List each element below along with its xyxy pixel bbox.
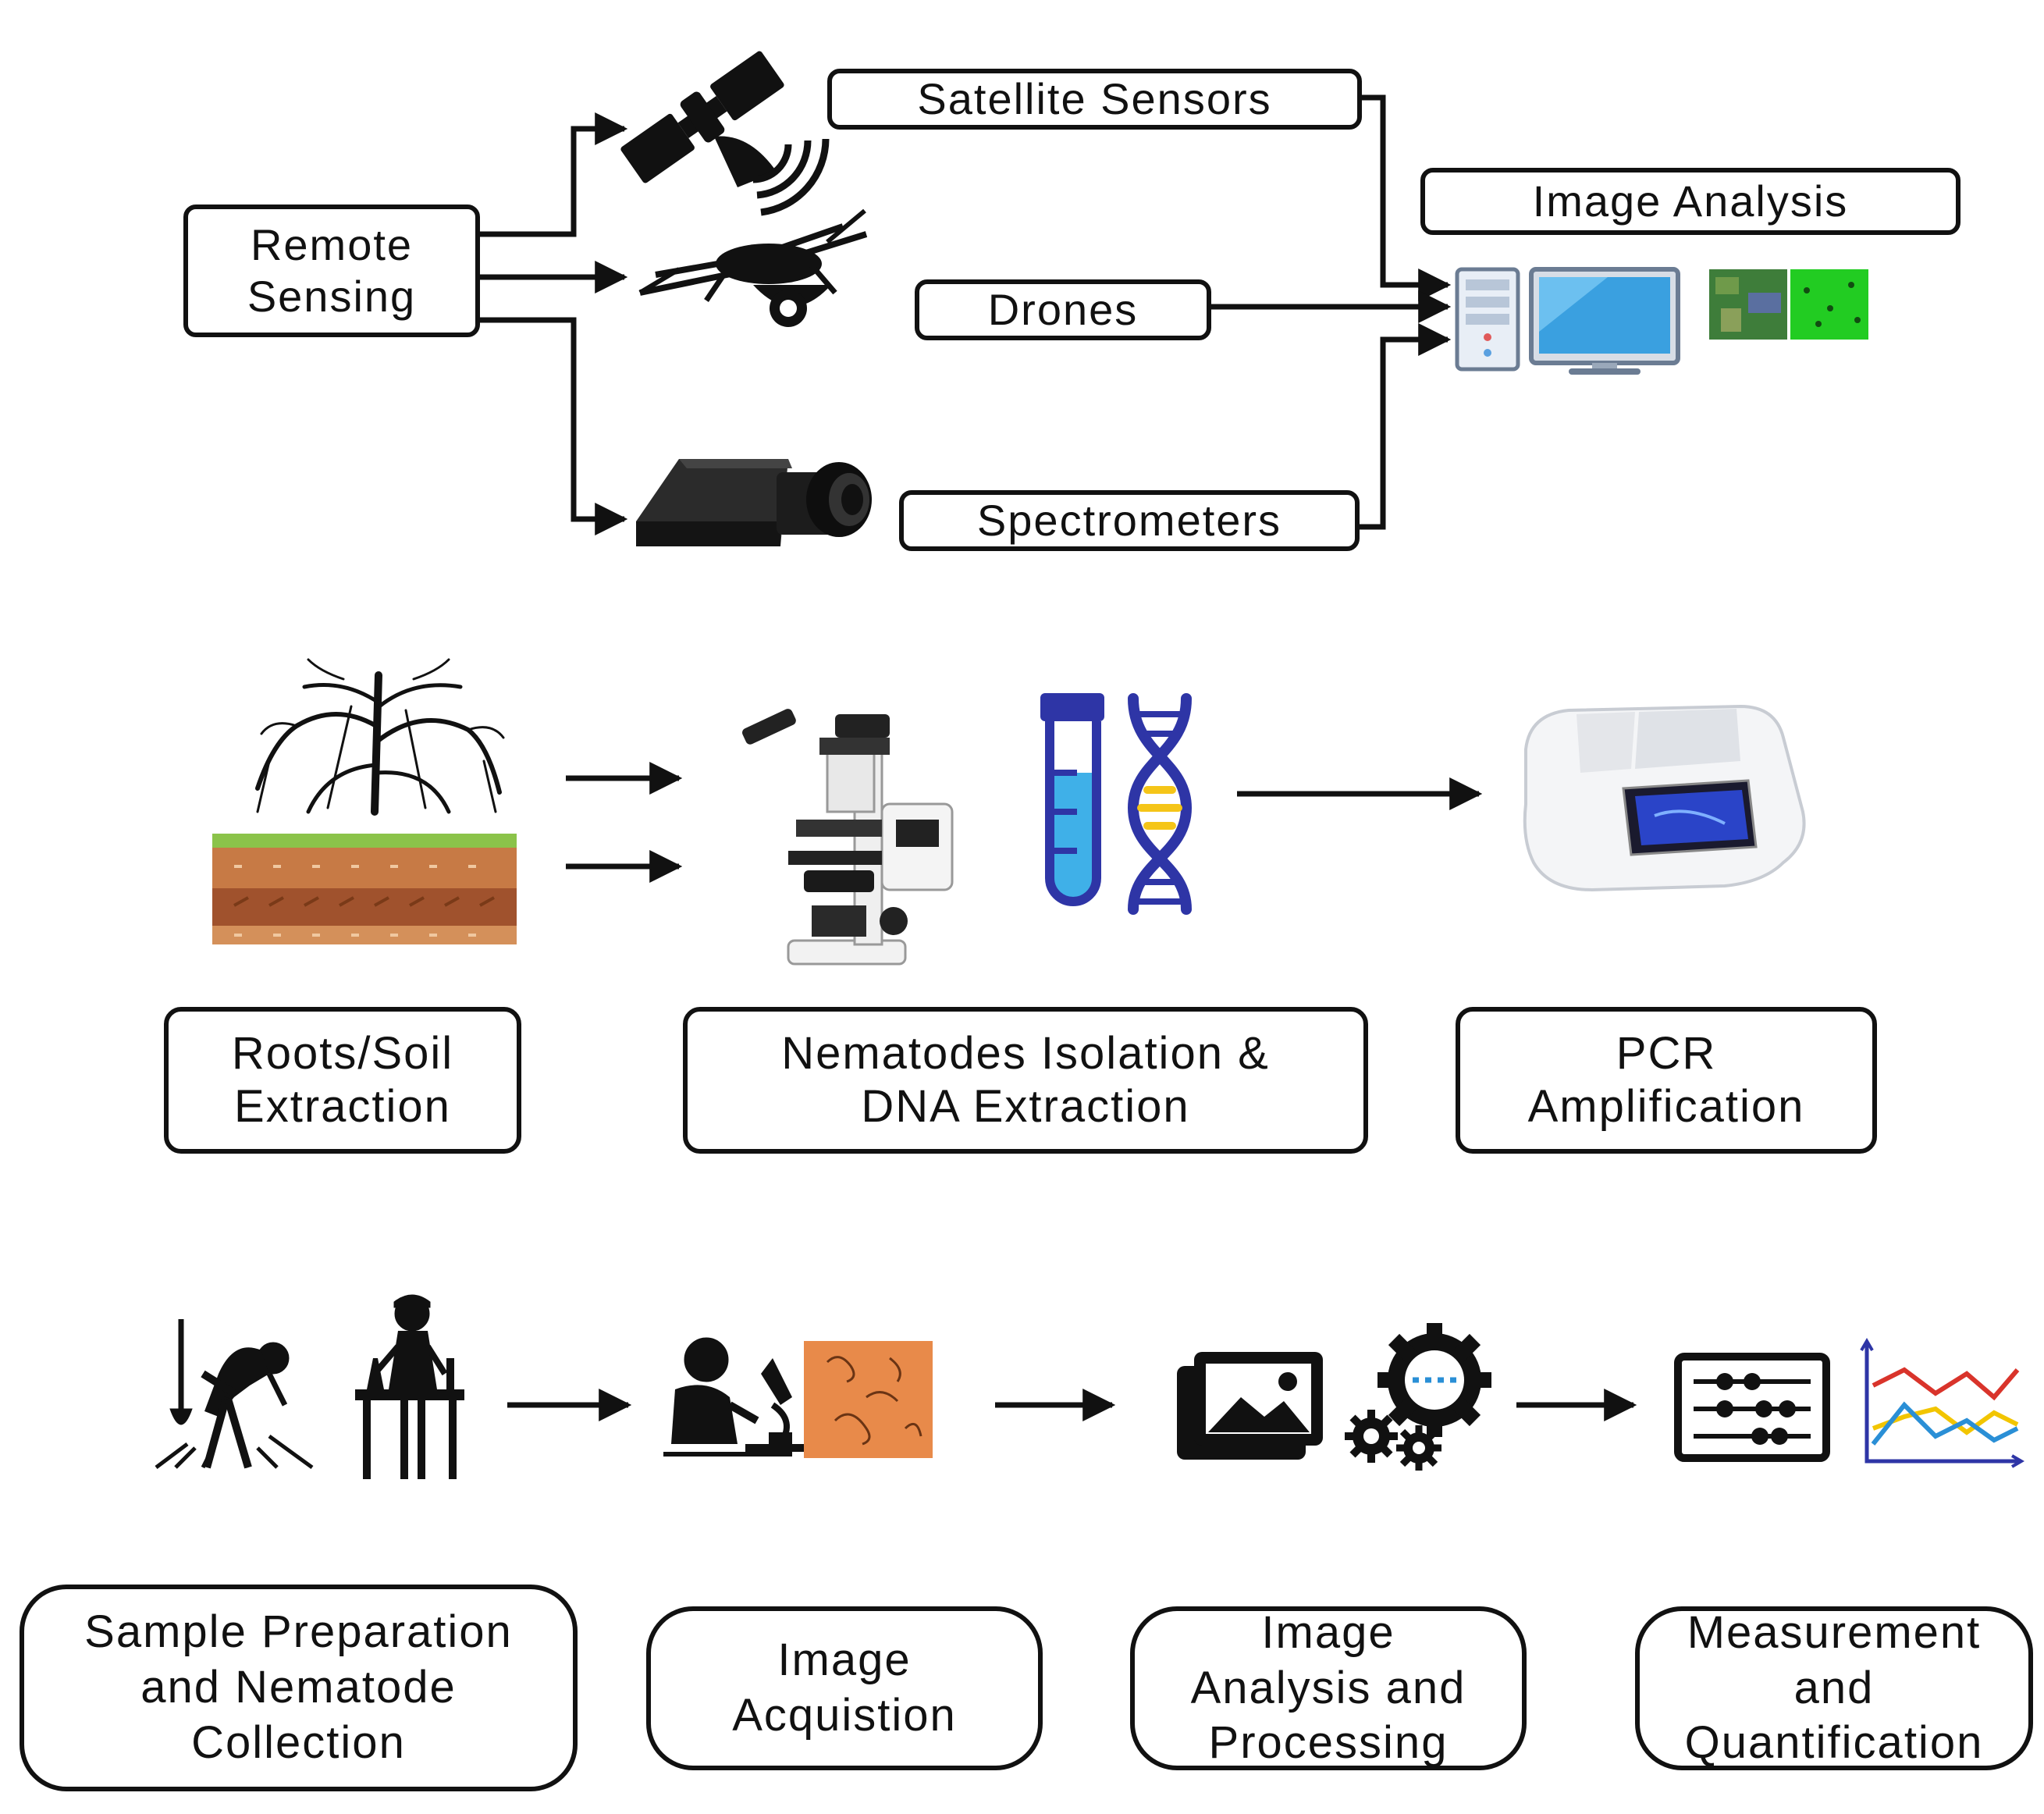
scientist-microscope-icon <box>663 1337 816 1457</box>
roots-soil-label-line1: Roots/Soil <box>231 1028 454 1080</box>
remote-sensing-label-line1: Remote <box>250 220 414 270</box>
microscope-icon <box>742 709 954 966</box>
roots-icon <box>255 658 505 816</box>
sample-label-line2: and Nematode <box>140 1662 457 1713</box>
computer-icon <box>1455 267 1680 375</box>
field-imagery-icon <box>1709 269 1868 340</box>
acquisition-label-line1: Image <box>777 1634 912 1686</box>
spectrometers-box: Spectrometers <box>899 490 1360 551</box>
acquisition-label-line2: Acquistion <box>732 1690 957 1741</box>
satellite-sensors-box: Satellite Sensors <box>827 69 1362 130</box>
spectrometer-icon <box>636 459 872 546</box>
nematodes-isolation-box: Nematodes Isolation &DNA Extraction <box>683 1007 1368 1154</box>
measurement-label-line3: Quantification <box>1684 1717 1984 1769</box>
remote-sensing-connectors <box>476 94 1452 535</box>
measurement-label-line1: Measurement <box>1687 1606 1982 1658</box>
line-chart-icon <box>1860 1338 2024 1468</box>
gears-icon <box>1345 1323 1491 1471</box>
roots-soil-label-line2: Extraction <box>234 1081 451 1132</box>
nematode-micrograph-icon <box>804 1341 933 1458</box>
image-analysis-box: Image Analysis <box>1420 168 1960 235</box>
pcr-label-line2: Amplification <box>1527 1081 1805 1132</box>
processing-label-line2: Analysis and <box>1190 1662 1466 1713</box>
satellite-icon <box>620 51 830 216</box>
soil-layers-icon <box>212 834 517 944</box>
drone-icon <box>638 208 868 327</box>
pcr-label-line1: PCR <box>1616 1028 1717 1080</box>
satellite-sensors-label: Satellite Sensors <box>917 74 1272 124</box>
isolation-label-line2: DNA Extraction <box>861 1081 1190 1132</box>
image-analysis-label: Image Analysis <box>1532 176 1849 226</box>
spectrometers-label: Spectrometers <box>976 496 1282 546</box>
sample-label-line3: Collection <box>191 1716 406 1768</box>
dna-icon <box>1127 693 1193 915</box>
test-tube-icon <box>1040 693 1104 906</box>
pcr-machine-icon <box>1523 704 1806 892</box>
molecular-arrows <box>566 762 1483 883</box>
image-icon <box>1177 1352 1323 1460</box>
measurement-panel-icon <box>1674 1353 1830 1462</box>
isolation-label-line1: Nematodes Isolation & <box>781 1028 1270 1080</box>
measurement-label-line2: and <box>1793 1662 1875 1713</box>
processing-label-line3: Processing <box>1208 1717 1449 1769</box>
drones-box: Drones <box>915 279 1211 340</box>
drones-label: Drones <box>987 285 1139 335</box>
remote-sensing-label-line2: Sensing <box>247 272 417 321</box>
sample-label-line1: Sample Preparation <box>84 1606 513 1658</box>
lab-worker-icon <box>355 1294 464 1479</box>
processing-label-line1: Image <box>1261 1606 1395 1658</box>
person-sampling-icon <box>155 1319 314 1470</box>
